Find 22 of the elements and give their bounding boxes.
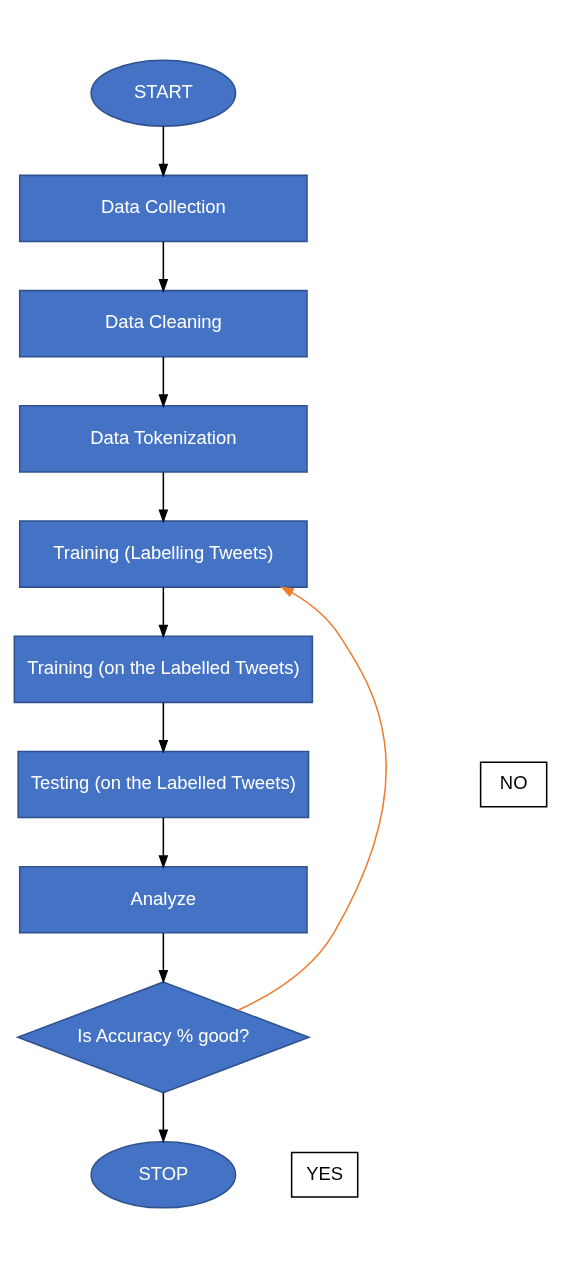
arrow [158, 471, 169, 524]
node-box: Data Tokenization [18, 405, 308, 473]
arrow [158, 241, 169, 293]
node-box: Testing (on the Labelled Tweets) [17, 750, 310, 819]
node-diamond: Is Accuracy % good? [15, 981, 312, 1094]
node-box: YES [290, 1151, 359, 1198]
arrow [237, 586, 387, 1011]
node-box: NO [479, 761, 548, 808]
arrow [158, 356, 169, 409]
arrow [158, 586, 169, 639]
node-box: Training (Labelling Tweets) [18, 520, 308, 588]
node-box: Data Cleaning [18, 289, 308, 358]
arrow [158, 125, 169, 178]
arrow [158, 701, 169, 754]
node-box: Data Collection [18, 174, 308, 243]
node-ellipse: STOP [90, 1141, 237, 1209]
arrow [158, 1092, 169, 1144]
node-box: Analyze [18, 866, 308, 934]
arrow [158, 932, 169, 984]
node-ellipse: START [90, 59, 237, 127]
arrow [158, 817, 169, 870]
node-box: Training (on the Labelled Tweets) [13, 635, 314, 704]
